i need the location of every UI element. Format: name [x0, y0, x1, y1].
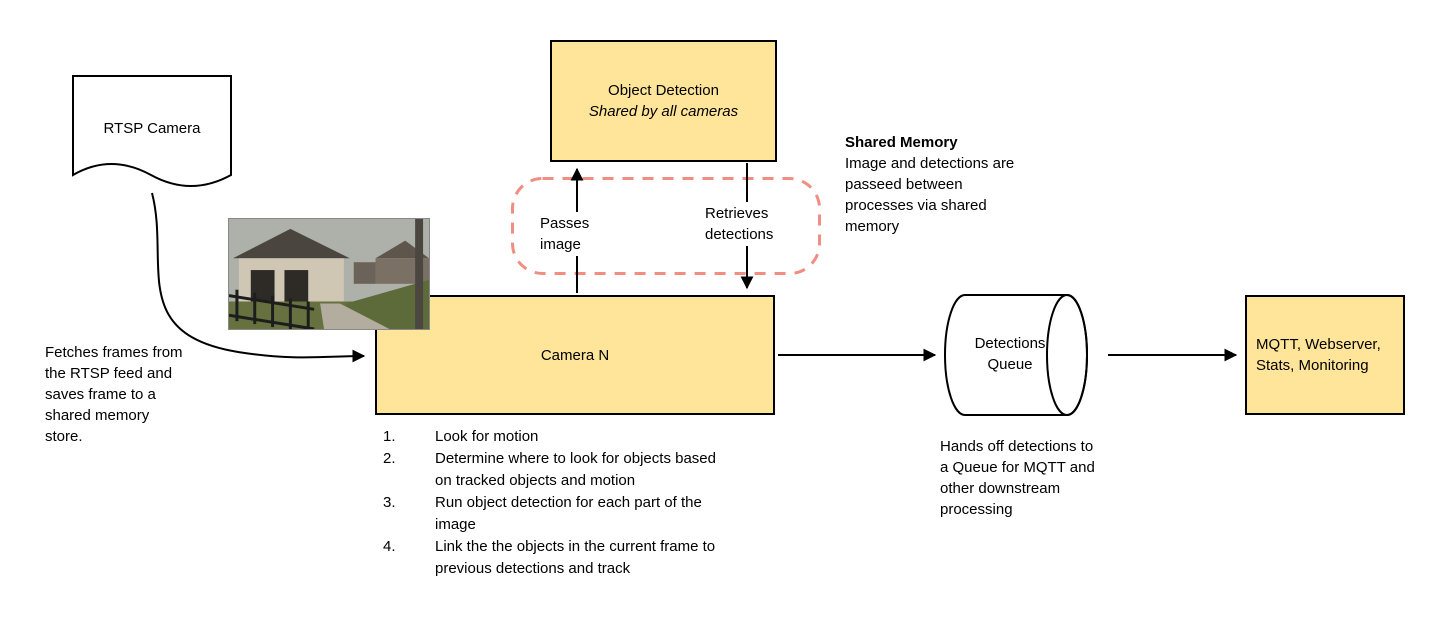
camera-n-node: Camera N — [375, 295, 775, 415]
detections-queue-cylinder — [944, 294, 1088, 416]
step-text: Look for motion — [435, 428, 539, 445]
step-text: Run object detection for each part of th… — [435, 494, 702, 533]
fetches-frames-note: Fetches frames from the RTSP feed and sa… — [45, 344, 183, 445]
object-detection-subtitle: Shared by all cameras — [588, 103, 739, 120]
outputs-node: MQTT, Webserver, Stats, Monitoring — [1245, 295, 1405, 415]
camera-step-3: 3. Run object detection for each part of… — [383, 492, 753, 536]
passes-image-label: Passes image — [538, 212, 602, 256]
step-number: 3. — [383, 494, 396, 511]
shared-memory-body: Image and detections are passeed between… — [845, 155, 1015, 235]
rtsp-camera-document-shape — [72, 75, 232, 187]
rtsp-camera-label: RTSP Camera — [103, 120, 201, 137]
camera-step-2: 2. Determine where to look for objects b… — [383, 448, 753, 492]
camera-snapshot-image — [228, 218, 430, 330]
object-detection-title: Object Detection — [608, 82, 719, 99]
outputs-label: MQTT, Webserver, Stats, Monitoring — [1256, 336, 1381, 374]
camera-n-label: Camera N — [540, 346, 610, 364]
step-text: Link the the objects in the current fram… — [435, 538, 716, 577]
step-number: 4. — [383, 538, 396, 555]
camera-step-4: 4. Link the the objects in the current f… — [383, 536, 753, 580]
shared-memory-note: Shared Memory Image and detections are p… — [845, 132, 1025, 237]
step-number: 1. — [383, 428, 396, 445]
hands-off-note: Hands off detections to a Queue for MQTT… — [940, 438, 1095, 518]
camera-steps-list: 1. Look for motion 2. Determine where to… — [383, 426, 753, 580]
shared-memory-dashed-outline — [511, 177, 821, 275]
detections-queue-label: Detections Queue — [974, 335, 1046, 373]
retrieves-detections-label: Retrieves detections — [703, 202, 789, 246]
camera-step-1: 1. Look for motion — [383, 426, 753, 448]
step-number: 2. — [383, 450, 396, 467]
object-detection-node: Object Detection Shared by all cameras — [550, 40, 777, 162]
step-text: Determine where to look for objects base… — [435, 450, 716, 489]
shared-memory-title: Shared Memory — [845, 134, 958, 151]
